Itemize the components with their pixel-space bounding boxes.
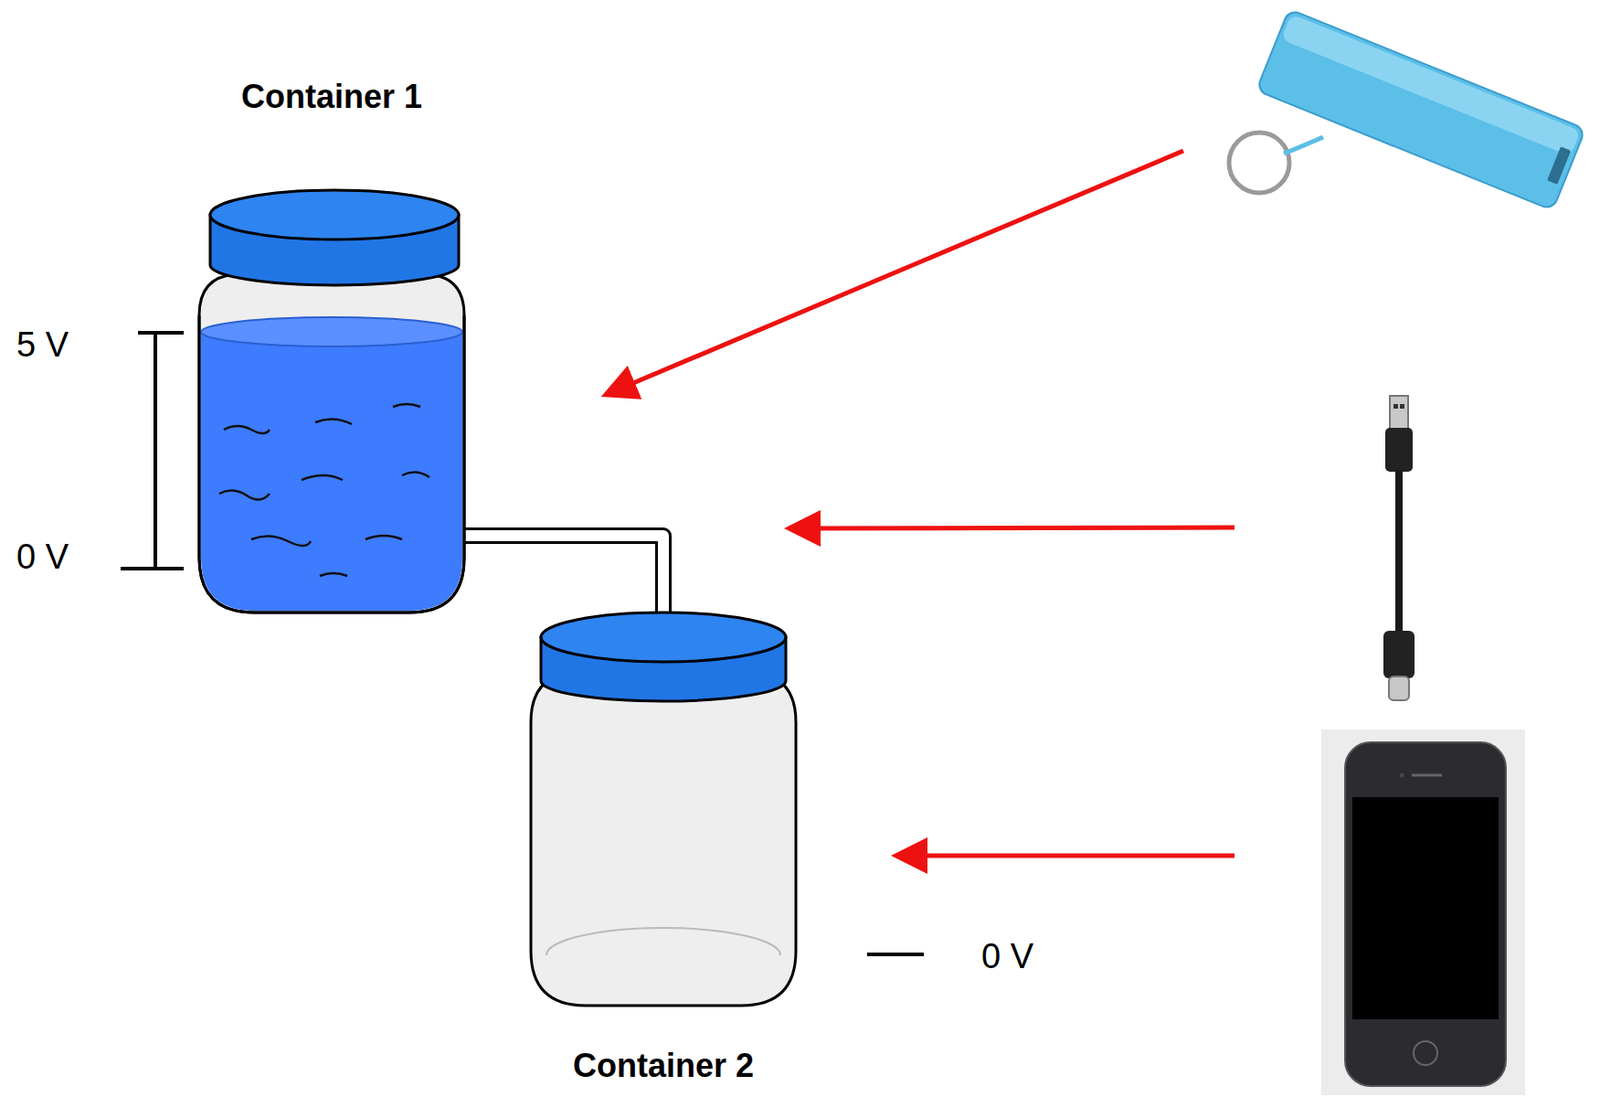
voltage-label: 5 V	[16, 324, 69, 365]
container-label: Container 1	[194, 77, 469, 117]
container-jar: Container 1	[199, 73, 465, 613]
phone-picture	[1321, 729, 1526, 1095]
pipe	[464, 535, 664, 613]
jar-outline	[530, 612, 796, 1092]
voltage-label: 0 V	[16, 536, 69, 577]
usb-cable-picture	[1383, 395, 1415, 700]
container-jar: Container 2	[530, 612, 796, 1092]
level-mark	[867, 952, 924, 956]
container-label: Container 2	[526, 1046, 801, 1085]
voltage-bracket	[120, 332, 184, 569]
jar-outline	[199, 73, 465, 613]
power-bank-picture	[1229, 9, 1586, 211]
voltage-label: 0 V	[981, 935, 1034, 976]
